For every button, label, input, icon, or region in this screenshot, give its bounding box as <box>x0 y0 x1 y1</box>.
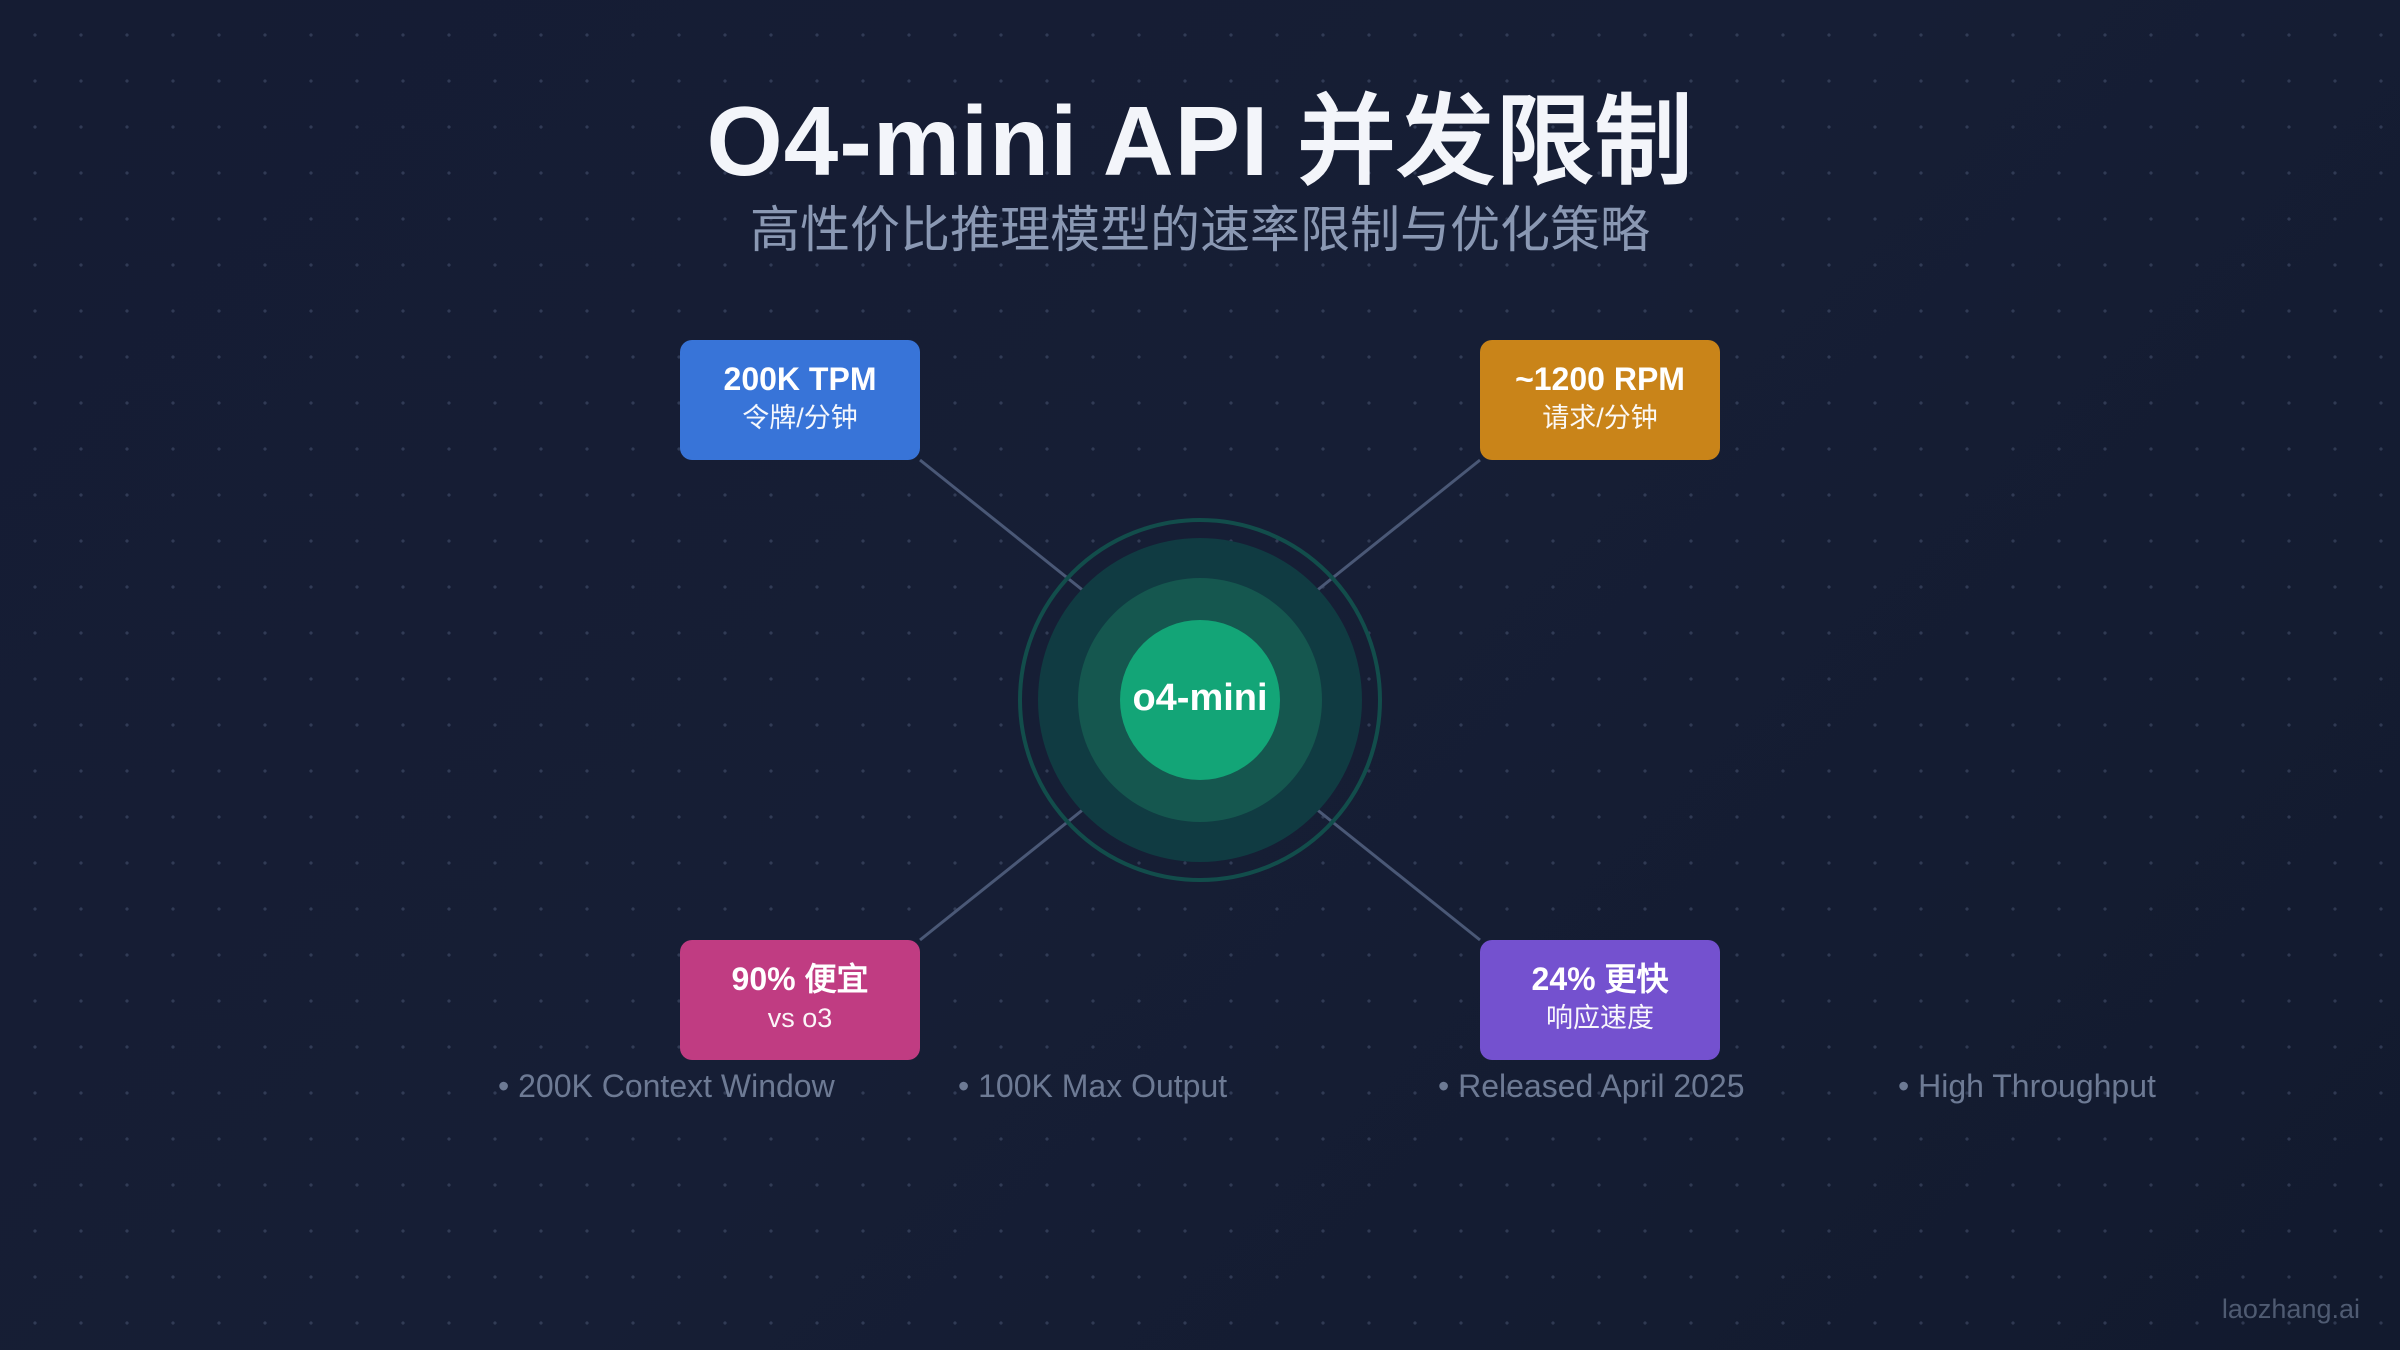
page-subtitle: 高性价比推理模型的速率限制与优化策略 <box>750 202 1650 258</box>
feature-context-window: • 200K Context Window <box>498 1068 835 1104</box>
card-price-caption: vs o3 <box>767 1003 833 1033</box>
card-tpm: 200K TPM 令牌/分钟 <box>680 340 920 460</box>
card-price: 90% 便宜 vs o3 <box>680 940 920 1060</box>
center-node <box>1018 518 1382 882</box>
card-tpm-caption: 令牌/分钟 <box>742 403 858 433</box>
card-speed-caption: 响应速度 <box>1546 1003 1654 1033</box>
feature-throughput: • High Throughput <box>1898 1068 2156 1104</box>
feature-max-output: • 100K Max Output <box>958 1068 1228 1104</box>
footer-watermark: laozhang.ai <box>2221 1294 2360 1324</box>
card-rpm-value: ~1200 RPM <box>1515 361 1685 397</box>
card-rpm-caption: 请求/分钟 <box>1542 403 1658 433</box>
card-tpm-value: 200K TPM <box>723 361 877 397</box>
card-speed-value: 24% 更快 <box>1531 961 1669 997</box>
feature-release-date: • Released April 2025 <box>1438 1068 1745 1104</box>
center-label: o4-mini <box>1132 677 1268 719</box>
center-core <box>1120 620 1280 780</box>
card-price-value: 90% 便宜 <box>731 961 869 997</box>
card-rpm: ~1200 RPM 请求/分钟 <box>1480 340 1720 460</box>
card-speed: 24% 更快 响应速度 <box>1480 940 1720 1060</box>
center-outer-ring <box>1018 518 1382 882</box>
page-title: O4-mini API 并发限制 <box>706 86 1694 196</box>
